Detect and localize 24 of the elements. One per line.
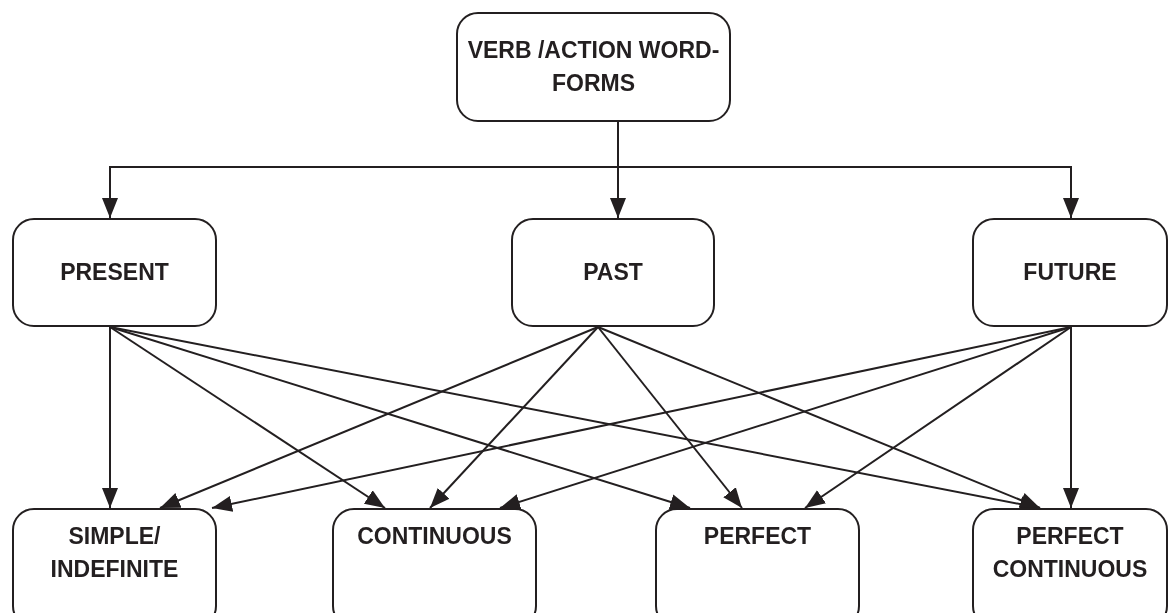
node-label: PAST — [583, 257, 643, 287]
arrow — [597, 326, 1041, 509]
arrow — [804, 326, 1072, 509]
arrow — [429, 326, 599, 509]
node-label: PERFECT CONTINUOUS — [991, 522, 1149, 585]
rounded-box — [456, 12, 731, 122]
node-label: VERB /ACTION WORD-FORMS — [466, 35, 721, 98]
arrow — [102, 326, 118, 509]
arrow — [597, 326, 743, 509]
node-label: CONTINUOUS — [357, 522, 512, 551]
rounded-box — [12, 218, 217, 327]
rounded-box — [332, 508, 537, 613]
rounded-box — [972, 508, 1168, 613]
node-label: SIMPLE/ INDEFINITE — [49, 522, 180, 585]
node-label: PERFECT — [703, 522, 812, 551]
node-label: FUTURE — [1023, 257, 1117, 287]
arrow — [159, 326, 599, 509]
arrow — [1063, 326, 1079, 509]
rounded-box — [655, 508, 860, 613]
rounded-box — [972, 218, 1168, 327]
rounded-box — [511, 218, 715, 327]
rounded-box — [12, 508, 217, 613]
node-label: PRESENT — [60, 257, 169, 287]
arrow — [109, 326, 386, 509]
